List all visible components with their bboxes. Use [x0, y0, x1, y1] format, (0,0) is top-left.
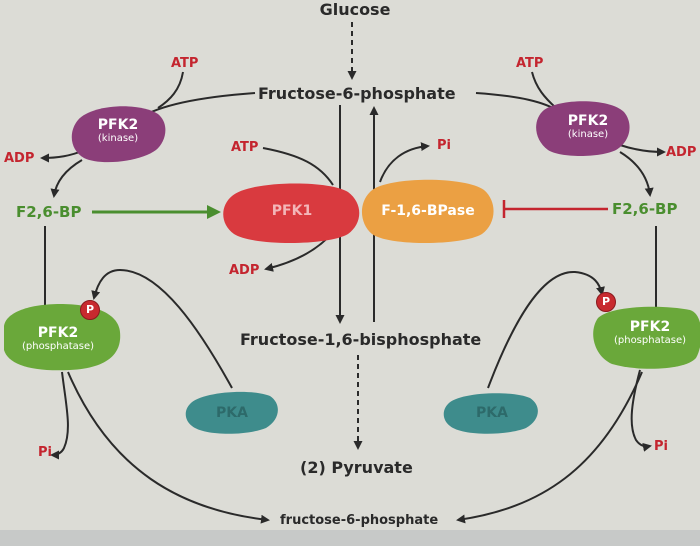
glucose-label: Glucose [319, 0, 391, 19]
left-pfk2-phosphatase-label: PFK2 (phosphatase) [22, 326, 94, 352]
atp-into-pfk1-arrow [262, 147, 334, 186]
right-atp-label: ATP [516, 56, 544, 71]
left-phosphatase-sub: (phosphatase) [21, 341, 95, 352]
right-phosphatase-sub: (phosphatase) [613, 335, 687, 346]
left-kinase-name: PFK2 [97, 117, 139, 133]
right-f26bp-label: F2,6-BP [612, 200, 678, 218]
fructose-1-6-bisphosphate-label: Fructose-1,6-bisphosphate [240, 330, 482, 349]
left-atp-label: ATP [171, 56, 199, 71]
right-adp-label: ADP [666, 145, 697, 160]
right-pfk2-phosphatase-label: PFK2 (phosphatase) [614, 320, 686, 346]
pi-out-fbpase-arrow [379, 142, 430, 183]
right-pi-label: Pi [654, 439, 668, 454]
right-kinase-to-f26bp-arrow [619, 151, 654, 197]
pfk1-atp-label: ATP [231, 140, 259, 155]
left-kinase-sub: (kinase) [97, 133, 139, 144]
left-pi-label: Pi [38, 445, 52, 460]
right-pka-phosphorylation-arrow [487, 270, 605, 389]
left-pfk2-phosphatase-shape [4, 304, 121, 371]
fbpase-pi-label: Pi [437, 138, 451, 153]
right-pka-shape [443, 393, 538, 434]
right-kinase-name: PFK2 [567, 113, 609, 129]
left-phosphatase-name: PFK2 [37, 325, 79, 341]
fructose-6-phosphate-label: Fructose-6-phosphate [258, 84, 456, 103]
right-kinase-sub: (kinase) [567, 129, 609, 140]
pfk1-adp-label: ADP [229, 263, 260, 278]
left-phosphatase-pi-arrow [50, 371, 69, 460]
left-f26bp-label: F2,6-BP [16, 203, 82, 221]
right-pka-label: PKA [476, 405, 508, 421]
bottom-fructose-6-phosphate-label: fructose-6-phosphate [280, 513, 439, 528]
right-kinase-adp-out-arrow [619, 144, 666, 157]
left-pfk2-kinase-shape [71, 106, 166, 163]
pfk1-shape [223, 183, 360, 243]
left-atp-into-kinase-arrow [157, 71, 184, 109]
left-pfk2-kinase-label: PFK2 (kinase) [98, 118, 138, 144]
fbpase-shape [361, 179, 494, 243]
left-pka-label: PKA [216, 405, 248, 421]
left-phosphatase-to-bottom-f6p-arrow [67, 371, 270, 524]
left-adp-label: ADP [4, 151, 35, 166]
pyruvate-label: (2) Pyruvate [300, 458, 413, 477]
left-kinase-to-f26bp-arrow [50, 159, 83, 198]
fbpase-label: F-1,6-BPase [381, 203, 475, 219]
pfk1-label: PFK1 [271, 203, 313, 219]
right-pfk2-kinase-shape [536, 101, 630, 156]
right-phosphate-badge: P [596, 292, 616, 312]
right-phosphatase-name: PFK2 [629, 319, 671, 335]
right-phosphatase-to-bottom-f6p-arrow [456, 371, 643, 524]
right-phosphatase-pi-arrow [630, 369, 652, 452]
left-pka-phosphorylation-arrow [91, 268, 233, 389]
left-pka-shape [185, 391, 278, 434]
right-pfk2-phosphatase-shape [593, 306, 700, 369]
left-phosphate-badge: P [80, 300, 100, 320]
right-pfk2-kinase-label: PFK2 (kinase) [568, 114, 608, 140]
bottom-edge-band [0, 530, 700, 546]
